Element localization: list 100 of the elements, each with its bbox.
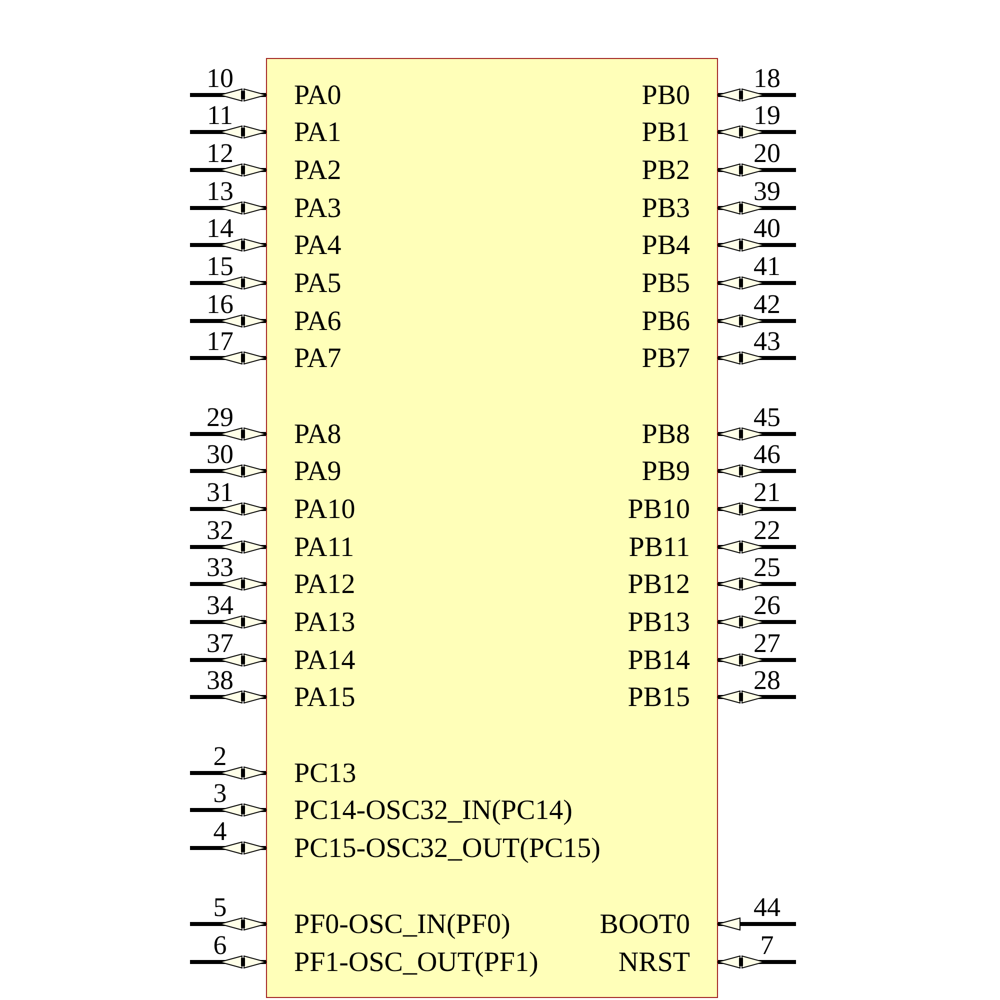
pin-number: 43 [754,328,780,355]
pin-name: PA8 [267,418,342,452]
pin-name: PB6 [642,305,717,339]
pin-line [190,540,266,554]
ic-body [266,58,718,998]
pin-number: 19 [754,102,780,129]
pin-name: PC13 [267,757,356,791]
pin-line [718,428,796,440]
pin-line [718,164,796,176]
pin-number: 45 [754,404,780,431]
pin-name: PB8 [642,418,717,452]
pin-line [718,314,796,328]
pin-line [718,202,796,214]
pin-line [190,690,266,704]
pin-name: PB13 [628,606,717,640]
pin-name: NRST [618,946,717,980]
pin-line [190,804,266,816]
pin-name: PA0 [267,79,342,113]
pin-number: 13 [206,178,234,205]
pin-name: PB15 [628,681,717,715]
pin-name: PA7 [267,342,342,376]
pin-name: PA9 [267,455,342,489]
pin-number: 15 [206,253,234,280]
pin-line [190,126,266,138]
pin-line [190,842,266,854]
pin-number: 11 [207,102,233,129]
pin-name: PB7 [642,342,717,376]
pin-line [718,956,796,968]
pin-name: PB12 [628,568,717,602]
pin-line [190,616,266,628]
pin-line [190,88,266,102]
pin-number: 37 [206,630,234,657]
pin-number: 17 [206,328,234,355]
pin-number: 16 [206,291,234,318]
pin-line [718,352,796,364]
pin-line [718,464,796,478]
pin-number: 28 [754,667,780,694]
pin-name: PA6 [267,305,342,339]
pin-number: 10 [206,65,234,92]
pin-line [718,502,796,516]
pin-line [718,616,796,628]
pin-number: 38 [206,667,234,694]
pin-line [718,540,796,554]
pin-line [718,126,796,138]
pin-number: 26 [754,592,780,619]
pin-number: 25 [754,554,780,581]
pin-name: PA1 [267,116,342,150]
pin-line [190,766,266,780]
pin-line [190,428,266,440]
pin-name: PF1-OSC_OUT(PF1) [267,946,538,980]
pin-line [190,238,266,252]
pin-number: 42 [754,291,780,318]
pin-number: 33 [206,554,234,581]
pin-line [718,88,796,102]
pin-number: 44 [754,894,780,921]
pin-number: 4 [213,818,227,845]
pin-number: 2 [213,743,227,770]
pin-name: PA14 [267,644,356,678]
pin-line [718,918,796,930]
pin-number: 7 [760,932,774,959]
pin-name: PA10 [267,493,356,527]
pin-line [718,578,796,590]
pin-line [190,276,266,290]
pin-number: 46 [754,441,780,468]
pin-line [190,464,266,478]
pin-line [190,202,266,214]
pin-name: PF0-OSC_IN(PF0) [267,908,510,942]
pin-number: 32 [206,517,234,544]
pin-name: PB10 [628,493,717,527]
pin-line [718,276,796,290]
pin-line [718,238,796,252]
pin-number: 40 [754,215,780,242]
pin-number: 30 [206,441,234,468]
pin-number: 22 [754,517,780,544]
pin-name: PB0 [642,79,717,113]
pin-line [718,654,796,666]
pin-name: PB2 [642,154,717,188]
pin-name: PA11 [267,531,354,565]
pin-number: 6 [213,932,227,959]
pin-name: PB5 [642,267,717,301]
pin-name: PA2 [267,154,342,188]
pin-number: 12 [206,140,234,167]
pin-number: 39 [754,178,780,205]
pin-line [190,502,266,516]
pin-name: PB11 [628,531,717,565]
pin-number: 41 [754,253,780,280]
pin-name: PA12 [267,568,356,602]
pin-number: 20 [754,140,780,167]
pin-line [190,164,266,176]
pin-name: PB9 [642,455,717,489]
pin-number: 21 [754,479,780,506]
pin-number: 29 [206,404,234,431]
pin-name: PB4 [642,229,717,263]
pin-name: PB14 [628,644,717,678]
pin-name: PC14-OSC32_IN(PC14) [267,794,572,828]
pin-number: 5 [213,894,227,921]
pin-line [190,352,266,364]
pin-name: PC15-OSC32_OUT(PC15) [267,832,600,866]
pin-name: PB1 [642,116,717,150]
pin-line [190,314,266,328]
